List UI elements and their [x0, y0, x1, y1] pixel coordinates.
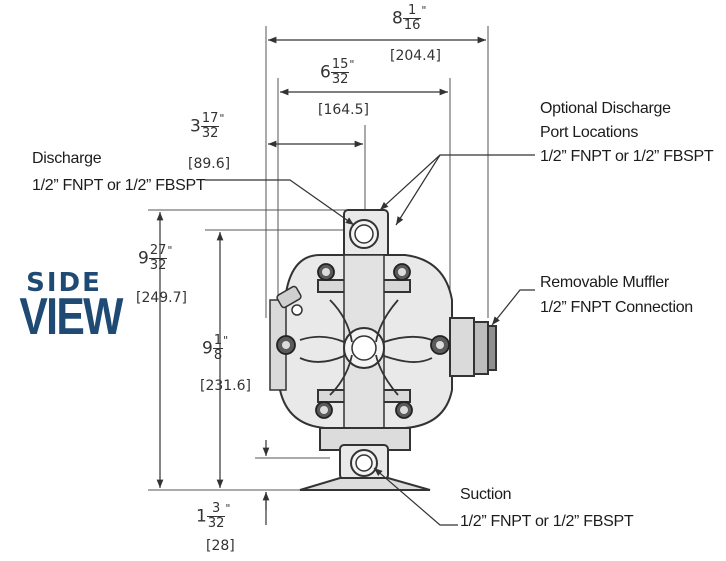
dim-overall-height-metric: [249.7]	[136, 290, 188, 306]
optional-discharge-line2: Port Locations	[540, 124, 639, 141]
dim-suction-height-metric: [28]	[206, 538, 235, 554]
side-view-label-view: VIEW	[19, 288, 123, 346]
dim-overall-width-metric: [204.4]	[390, 48, 442, 64]
optional-discharge-line1: Optional Discharge	[540, 100, 671, 117]
dim-center-offset-metric: [89.6]	[188, 156, 231, 172]
suction-title: Suction	[460, 486, 512, 503]
air-valve	[276, 285, 303, 316]
housing-swirls	[299, 299, 433, 396]
pump-body	[269, 209, 497, 491]
side-view-label-side: SIDE	[26, 268, 102, 298]
muffler-line1: Removable Muffler	[540, 274, 669, 291]
dim-body-width-metric: [164.5]	[318, 102, 370, 118]
bolts	[276, 263, 450, 419]
suction-spec: 1/2” FNPT or 1/2” FBSPT	[460, 513, 634, 530]
discharge-title: Discharge	[32, 150, 102, 167]
dim-port-height-metric: [231.6]	[200, 378, 252, 394]
muffler-line2: 1/2” FNPT Connection	[540, 299, 693, 316]
discharge-spec: 1/2” FNPT or 1/2” FBSPT	[32, 177, 206, 194]
leader-lines	[205, 154, 535, 526]
extension-lines	[148, 26, 489, 491]
optional-discharge-spec: 1/2” FNPT or 1/2” FBSPT	[540, 148, 714, 165]
muffler	[473, 321, 489, 375]
